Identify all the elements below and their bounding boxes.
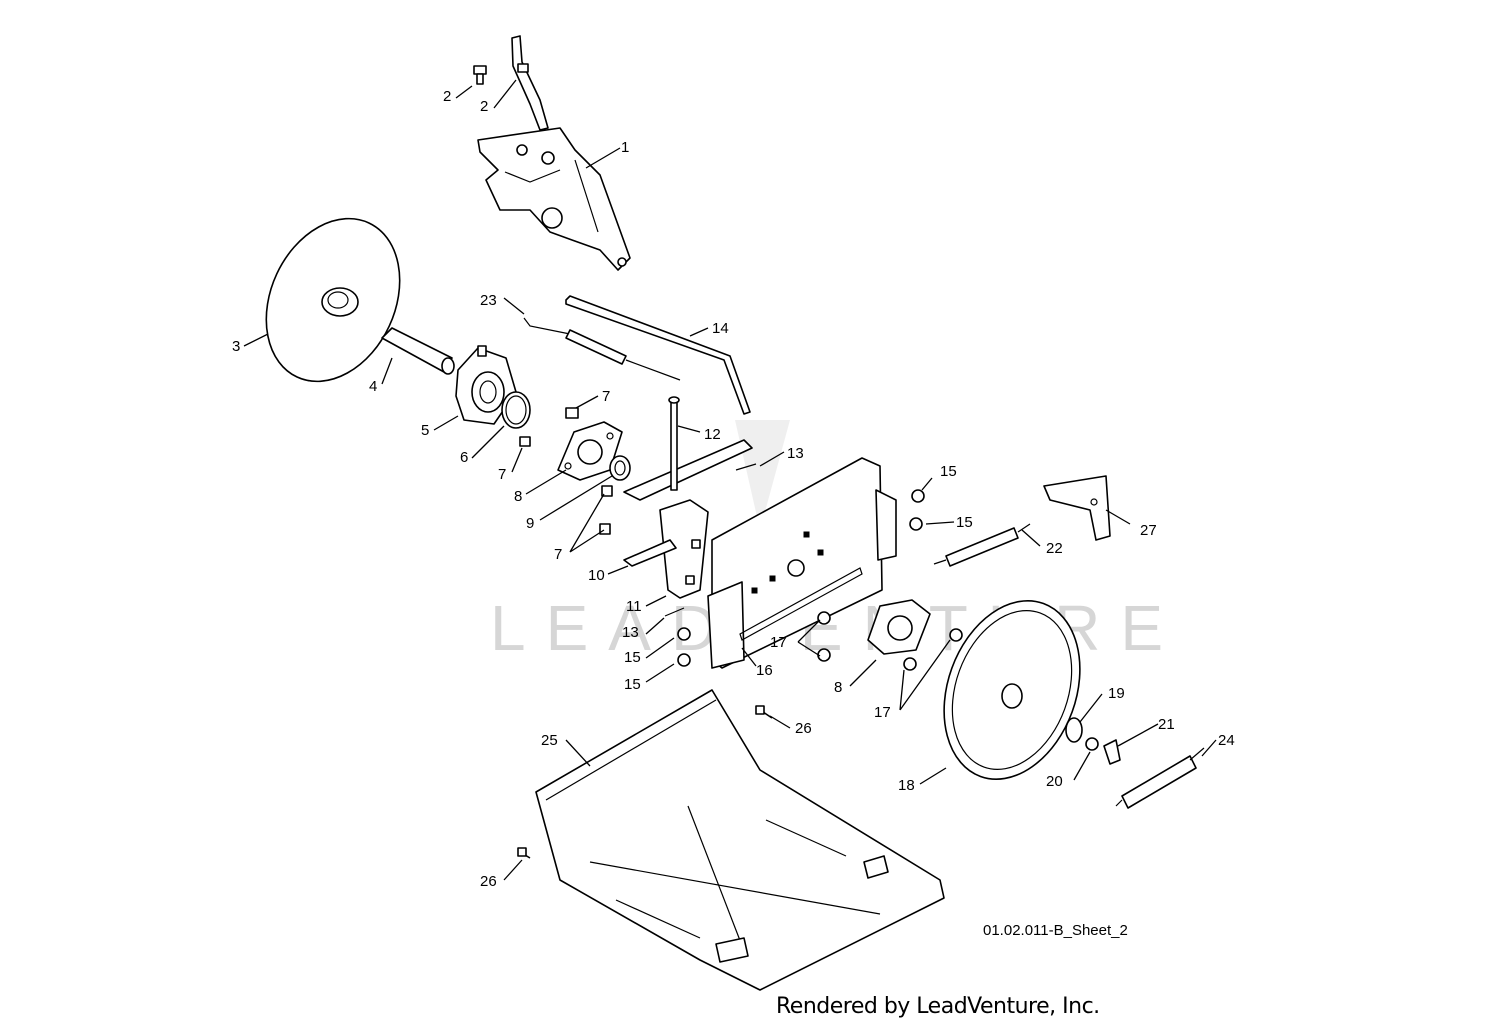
callout-2a: 2 — [443, 88, 451, 105]
callout-7b: 7 — [498, 466, 506, 483]
part-3-drive-disc — [265, 217, 401, 383]
callout-8a: 8 — [514, 488, 522, 505]
callout-22: 22 — [1046, 540, 1063, 557]
callout-24: 24 — [1218, 732, 1235, 749]
callout-15b: 15 — [624, 676, 641, 693]
part-7-bolts — [519, 407, 613, 535]
callout-25: 25 — [541, 732, 558, 749]
callout-27: 27 — [1140, 522, 1157, 539]
part-15-nuts — [677, 489, 925, 667]
part-18-pulley — [943, 600, 1081, 780]
callout-2b: 2 — [480, 98, 488, 115]
callout-4: 4 — [369, 378, 377, 395]
callout-18: 18 — [898, 777, 915, 794]
callout-8b: 8 — [834, 679, 842, 696]
callout-13a: 13 — [787, 445, 804, 462]
callout-3: 3 — [232, 338, 240, 355]
callout-17a: 17 — [770, 634, 787, 651]
callout-23: 23 — [480, 292, 497, 309]
part-27-bracket — [1043, 475, 1111, 541]
callout-20: 20 — [1046, 773, 1063, 790]
leader-lines — [243, 79, 1217, 881]
callout-10: 10 — [588, 567, 605, 584]
part-19-20-21-hardware — [1065, 717, 1121, 765]
part-2-bolts — [473, 63, 529, 85]
part-17-nuts — [817, 611, 963, 671]
part-8-flange-bearing-upper — [557, 421, 623, 481]
callout-9: 9 — [526, 515, 534, 532]
callout-13b: 13 — [622, 624, 639, 641]
part-25-cover — [535, 689, 945, 991]
part-1-lever-assembly — [477, 35, 631, 271]
part-4-shaft — [381, 327, 455, 375]
part-24-spring — [1115, 747, 1205, 809]
callout-11: 11 — [626, 598, 642, 615]
callout-26b: 26 — [480, 873, 497, 890]
part-10-11-12-shift-assembly — [623, 396, 753, 599]
footer-credit: Rendered by LeadVenture, Inc. — [776, 994, 1100, 1019]
callout-15a: 15 — [624, 649, 641, 666]
part-6-retaining-ring — [501, 391, 531, 429]
callout-1: 1 — [621, 139, 629, 156]
part-16-frame-plate — [707, 457, 897, 669]
callout-21: 21 — [1158, 716, 1175, 733]
callout-14: 14 — [712, 320, 729, 337]
callout-7a: 7 — [602, 388, 610, 405]
part-8-flange-bearing-lower — [867, 599, 931, 655]
callout-6: 6 — [460, 449, 468, 466]
callout-5: 5 — [421, 422, 429, 439]
sheet-id-label: 01.02.011-B_Sheet_2 — [983, 922, 1128, 939]
callout-26a: 26 — [795, 720, 812, 737]
callout-15c: 15 — [940, 463, 957, 480]
callout-labels: 2 2 1 3 4 5 6 7 7 8 9 7 10 11 12 13 14 2… — [232, 88, 1235, 890]
callout-7c: 7 — [554, 546, 562, 563]
part-13-spring-pins — [664, 463, 757, 617]
part-23-spring — [523, 317, 681, 381]
callout-16: 16 — [756, 662, 773, 679]
callout-19: 19 — [1108, 685, 1125, 702]
callout-12: 12 — [704, 426, 721, 443]
callout-17b: 17 — [874, 704, 891, 721]
part-14-rod — [565, 295, 751, 415]
part-22-spring — [933, 523, 1031, 567]
part-9-bushing — [609, 455, 631, 481]
part-5-bearing-housing — [455, 345, 517, 425]
callout-15d: 15 — [956, 514, 973, 531]
